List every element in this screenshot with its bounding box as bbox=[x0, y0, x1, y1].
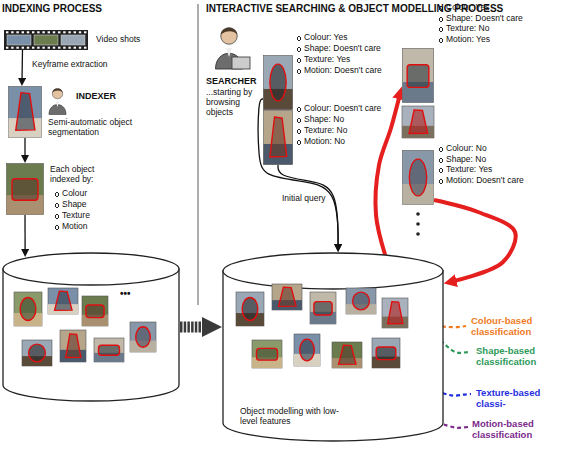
feature-item: Shape: Doesn't care bbox=[438, 14, 523, 24]
node-shape bbox=[8, 86, 42, 138]
feature-item: Motion: No bbox=[296, 137, 345, 147]
edge-label: Initial query bbox=[280, 194, 327, 204]
object-thumbnail bbox=[60, 330, 86, 362]
ellipsis-dot bbox=[416, 232, 420, 236]
node-text: ••• bbox=[120, 288, 131, 300]
feature-item: Shape: No bbox=[438, 155, 486, 165]
node-shape bbox=[4, 30, 88, 50]
object-thumbnail bbox=[94, 338, 124, 362]
image-node: Each object indexed by: ColourShapeTextur… bbox=[6, 163, 114, 232]
object-thumbnail bbox=[372, 338, 400, 368]
object-thumbnail bbox=[332, 342, 362, 368]
node-shape bbox=[263, 55, 293, 110]
flow-arrow bbox=[24, 138, 25, 159]
person-figure bbox=[49, 88, 66, 114]
image-node: Colour: YesShape: Doesn't careTexture: Y… bbox=[263, 33, 382, 110]
object-thumbnail bbox=[7, 164, 44, 215]
object-thumbnail bbox=[310, 292, 336, 324]
feature-item: Texture: No bbox=[438, 24, 489, 34]
classification-label: Shape-based classification bbox=[476, 346, 564, 368]
section-title: INDEXING PROCESS bbox=[2, 3, 102, 15]
node-shape bbox=[2, 252, 180, 402]
film-strip bbox=[4, 30, 88, 50]
feature-item: Motion: Doesn't care bbox=[296, 66, 382, 76]
object-thumbnail bbox=[236, 292, 264, 326]
object-thumbnail bbox=[22, 340, 52, 366]
object-thumbnail bbox=[402, 106, 434, 138]
classification-label: Motion-based classification bbox=[472, 419, 560, 441]
divider-line bbox=[198, 4, 199, 305]
image-node: INDEXER Semi-automatic object segmentatio… bbox=[8, 86, 152, 138]
feedback-arrow bbox=[434, 200, 516, 282]
object-thumbnail bbox=[382, 298, 408, 328]
flow-arrow bbox=[278, 165, 338, 248]
edge-label: Keyframe extraction bbox=[30, 60, 110, 70]
flow-arrow bbox=[21, 50, 23, 82]
node-text: Each object indexed by: bbox=[50, 165, 114, 185]
node-shape bbox=[402, 150, 434, 205]
image-node: Colour: Doesn't careShape: NoTexture: No… bbox=[263, 104, 382, 165]
object-thumbnail bbox=[264, 56, 293, 110]
object-thumbnail bbox=[294, 334, 320, 366]
feature-item: Motion bbox=[54, 222, 88, 232]
feature-item: Colour: Doesn't care bbox=[296, 104, 381, 114]
feature-item: Shape: No bbox=[296, 115, 344, 125]
feature-item: Texture: Yes bbox=[296, 55, 350, 65]
actor-label: ...starting by browsing objects bbox=[206, 88, 253, 117]
feature-item: Shape bbox=[54, 200, 87, 210]
feature-item: Colour bbox=[54, 189, 87, 199]
section-title: INTERACTIVE SEARCHING & OBJECT MODELLING… bbox=[206, 3, 503, 15]
classification-label: Texture-based classi- bbox=[476, 388, 564, 410]
object-thumbnail bbox=[403, 49, 434, 103]
ellipsis-dot bbox=[416, 212, 420, 216]
flow-arrow bbox=[180, 322, 208, 333]
object-thumbnail bbox=[403, 151, 434, 205]
person-figure bbox=[216, 28, 251, 69]
classification-label: Colour-based classification bbox=[471, 316, 559, 338]
image-node: Colour: YesShape: Doesn't careTexture: N… bbox=[402, 2, 523, 103]
feature-item: Motion: Yes bbox=[438, 35, 490, 45]
object-thumbnail bbox=[9, 87, 42, 138]
object-thumbnail bbox=[346, 288, 376, 314]
ellipsis-dot bbox=[416, 222, 420, 226]
feature-item: Texture: Yes bbox=[438, 165, 492, 175]
database-node: ••• bbox=[2, 252, 180, 402]
node-shape bbox=[6, 163, 44, 215]
feature-item: Texture: No bbox=[296, 126, 347, 136]
feedback-arrow bbox=[376, 93, 401, 255]
object-thumbnail bbox=[130, 322, 156, 352]
feature-item: Colour: No bbox=[438, 144, 487, 154]
actor-label: SEARCHER bbox=[206, 76, 257, 86]
object-thumbnail bbox=[272, 284, 302, 310]
object-thumbnail bbox=[252, 340, 282, 368]
node-shape bbox=[263, 110, 293, 165]
flow-arrow bbox=[24, 215, 25, 253]
feature-item: Colour: Yes bbox=[296, 33, 347, 43]
object-thumbnail bbox=[48, 288, 78, 314]
object-thumbnail bbox=[82, 296, 108, 326]
feature-item: Motion: Doesn't care bbox=[438, 176, 524, 186]
node-text: Object modelling with low-level features bbox=[240, 407, 350, 427]
node-text: Semi-automatic object segmentation bbox=[48, 118, 152, 138]
image-node: Colour: NoShape: NoTexture: YesMotion: D… bbox=[402, 110, 524, 205]
database-cylinder bbox=[3, 253, 179, 401]
object-thumbnail bbox=[14, 292, 42, 326]
feature-item: Texture bbox=[54, 211, 90, 221]
database-cylinder bbox=[223, 253, 443, 441]
node-text: Video shots bbox=[96, 35, 140, 45]
object-thumbnail bbox=[264, 111, 293, 165]
database-node: Object modelling with low-level features bbox=[222, 252, 444, 442]
image-node: Video shots bbox=[4, 30, 141, 50]
node-text: INDEXER bbox=[76, 91, 116, 101]
node-shape bbox=[402, 48, 434, 103]
feature-item: Shape: Doesn't care bbox=[296, 44, 381, 54]
